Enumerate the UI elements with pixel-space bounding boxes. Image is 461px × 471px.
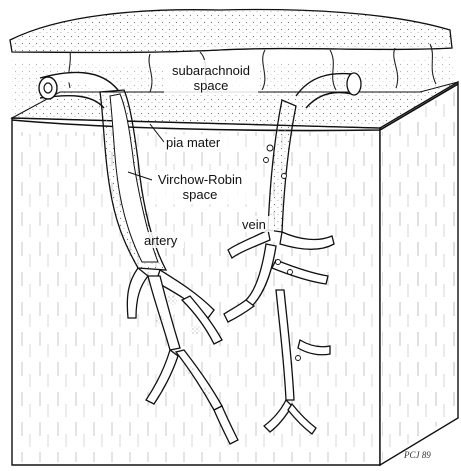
- svg-text:PCJ 89: PCJ 89: [403, 450, 431, 460]
- label-vein: vein: [240, 216, 274, 232]
- svg-text:vein: vein: [242, 217, 266, 232]
- tissue-side-texture: [382, 88, 456, 460]
- svg-text:artery: artery: [144, 233, 178, 248]
- tissue-block: [12, 82, 458, 465]
- svg-text:space: space: [194, 78, 229, 93]
- svg-text:subarachnoid: subarachnoid: [172, 63, 250, 78]
- svg-text:pia mater: pia mater: [166, 135, 221, 150]
- artist-signature: PCJ 89: [403, 450, 431, 460]
- svg-text:space: space: [183, 187, 218, 202]
- label-subarachnoid-space: subarachnoid space: [164, 60, 258, 94]
- vein-cross-section: [347, 73, 361, 95]
- arachnoid-top-surface: [10, 10, 452, 53]
- label-artery: artery: [142, 232, 184, 248]
- svg-text:Virchow-Robin: Virchow-Robin: [158, 172, 242, 187]
